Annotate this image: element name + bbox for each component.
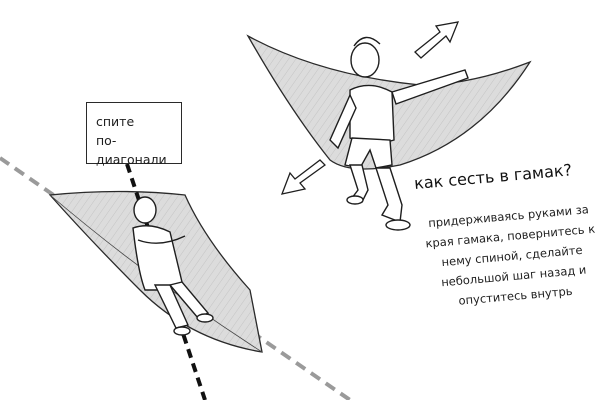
arrow-down-left-icon (280, 159, 327, 195)
lying-person (132, 196, 214, 336)
sleep-diagonal-sign: спите по-диагонали (86, 102, 182, 167)
standing-person (329, 36, 469, 231)
sign-line-2: по-диагонали (96, 133, 167, 167)
sign-line-1: спите (96, 114, 135, 129)
arrow-up-right-icon (414, 21, 460, 59)
instructions-text: придерживаясь руками за края гамака, пов… (418, 198, 600, 313)
